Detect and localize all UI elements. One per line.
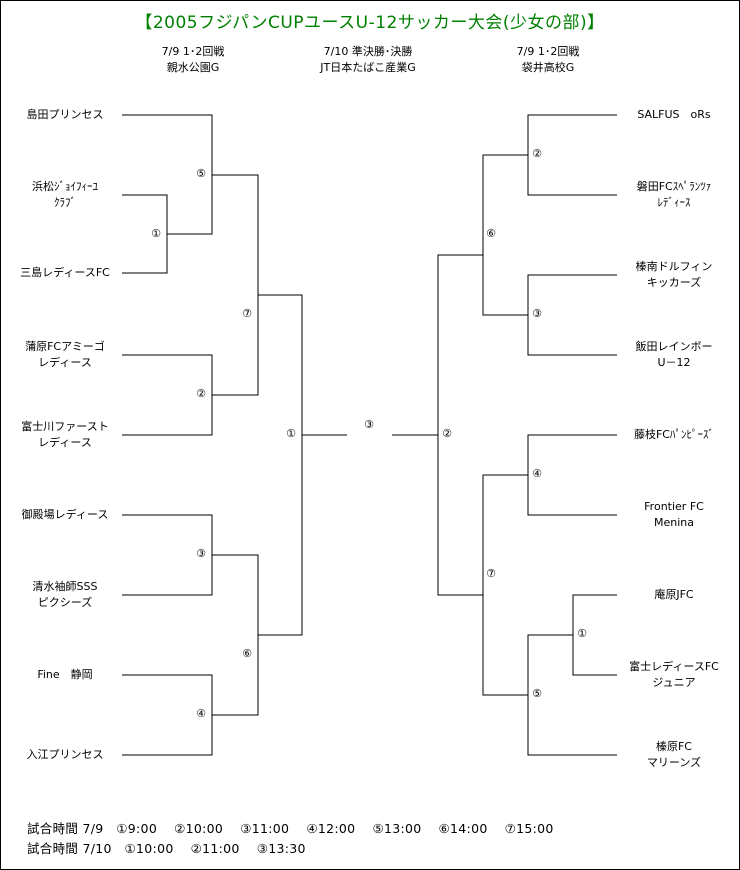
match-number: ①	[284, 427, 298, 441]
left-team-3: 三島レディースFC	[5, 265, 125, 281]
venue-left: 7/9 1･2回戦 親水公園G	[83, 44, 303, 76]
team-name-line2: ピクシーズ	[37, 596, 93, 609]
team-name: 飯田レインボー	[635, 340, 713, 353]
team-name: 三島レディースFC	[20, 266, 110, 279]
match-number: ③	[530, 307, 544, 321]
match-number: ①	[575, 627, 589, 641]
left-team-9: 入江プリンセス	[5, 747, 125, 763]
right-team-5: 藤枝FCﾊﾟﾝﾋﾟｰｽﾞ	[614, 427, 734, 443]
venue-center-place: JT日本たばこ産業G	[320, 61, 416, 74]
team-name-line2: ｸﾗﾌﾞ	[54, 196, 76, 209]
match-number: ①	[149, 227, 163, 241]
match-number: ⑦	[240, 307, 254, 321]
venue-right-place: 袋井高校G	[521, 61, 575, 74]
left-team-5: 富士川ファーストレディース	[5, 419, 125, 451]
team-name: 御殿場レディース	[21, 508, 109, 521]
team-name-line2: キッカーズ	[646, 276, 702, 289]
right-team-6: Frontier FC Menina	[614, 499, 734, 531]
team-name-line2: ジュニア	[652, 676, 696, 689]
team-name-line2: レディース	[38, 356, 92, 369]
left-team-8: Fine 静岡	[5, 667, 125, 683]
left-team-4: 蒲原FCアミーゴレディース	[5, 339, 125, 371]
bracket-line	[482, 474, 528, 696]
left-team-1: 島田プリンセス	[5, 107, 125, 123]
venue-left-place: 親水公園G	[166, 61, 220, 74]
bracket-line	[527, 274, 617, 356]
right-team-8: 富士レディースFC ジュニア	[614, 659, 734, 691]
team-name: 磐田FCｽﾍﾟﾗﾝﾂｧ	[636, 180, 712, 193]
match-number: ②	[530, 147, 544, 161]
final-match-number: ③	[362, 418, 376, 432]
right-team-7: 庵原JFC	[614, 587, 734, 603]
venue-center-date: 7/10 準決勝･決勝	[323, 45, 413, 58]
left-team-2: 浜松ｼﾞｮｲﾌｨｰﾕ ｸﾗﾌﾞ	[5, 179, 125, 211]
right-team-4: 飯田レインボー U－12	[614, 339, 734, 371]
bracket-line	[437, 254, 483, 596]
team-name: 藤枝FCﾊﾟﾝﾋﾟｰｽﾞ	[633, 428, 714, 441]
schedule-day2: 試合時間 7/10 ①10:00 ②11:00 ③13:30	[27, 841, 306, 856]
match-number: ③	[194, 547, 208, 561]
team-name: SALFUS oRs	[637, 108, 711, 121]
team-name: 島田プリンセス	[26, 108, 104, 121]
match-number: ②	[194, 387, 208, 401]
left-team-7: 清水袖師SSS ピクシーズ	[5, 579, 125, 611]
team-name: 清水袖師SSS	[32, 580, 98, 593]
team-name-line2: ﾚﾃﾞｨｰｽ	[657, 196, 691, 209]
team-name-line2: Menina	[654, 516, 694, 529]
bracket-line	[122, 354, 213, 436]
team-name: 榛南ドルフィン	[635, 260, 713, 273]
team-name-line2: レディース	[38, 436, 92, 449]
venue-right-date: 7/9 1･2回戦	[516, 45, 580, 58]
right-team-9: 榛原FC マリーンズ	[614, 739, 734, 771]
bracket-line	[122, 194, 168, 274]
right-team-1: SALFUS oRs	[614, 107, 734, 123]
match-number: ⑤	[530, 687, 544, 701]
right-team-2: 磐田FCｽﾍﾟﾗﾝﾂｧ ﾚﾃﾞｨｰｽ	[614, 179, 734, 211]
bracket-line	[527, 634, 617, 756]
bracket-line	[212, 174, 259, 396]
bracket-line	[258, 294, 303, 636]
bracket-line	[122, 674, 213, 756]
team-name: 庵原JFC	[654, 588, 694, 601]
match-number: ⑦	[484, 567, 498, 581]
team-name: 富士川ファースト	[21, 420, 109, 433]
team-name: 入江プリンセス	[26, 748, 104, 761]
venue-center: 7/10 準決勝･決勝 JT日本たばこ産業G	[258, 44, 478, 76]
match-number: ⑤	[194, 167, 208, 181]
match-number: ④	[194, 707, 208, 721]
team-name: 蒲原FCアミーゴ	[25, 340, 105, 353]
team-name-line2: マリーンズ	[646, 756, 702, 769]
team-name: 榛原FC	[655, 740, 692, 753]
match-number: ⑥	[484, 227, 498, 241]
left-team-6: 御殿場レディース	[5, 507, 125, 523]
team-name-line2: U－12	[657, 356, 691, 369]
right-team-3: 榛南ドルフィンキッカーズ	[614, 259, 734, 291]
team-name: 富士レディースFC	[629, 660, 719, 673]
match-number: ④	[530, 467, 544, 481]
match-number: ②	[440, 427, 454, 441]
venue-left-date: 7/9 1･2回戦	[161, 45, 225, 58]
schedule-day1: 試合時間 7/9 ①9:00 ②10:00 ③11:00 ④12:00 ⑤13:…	[27, 821, 554, 836]
match-number: ⑥	[240, 647, 254, 661]
team-name: Frontier FC	[644, 500, 704, 513]
bracket-line	[212, 554, 259, 716]
venue-right: 7/9 1･2回戦 袋井高校G	[438, 44, 658, 76]
team-name: Fine 静岡	[37, 668, 93, 681]
page-title: 【2005フジパンCUPユースU-12サッカー大会(少女の部)】	[135, 13, 605, 33]
team-name: 浜松ｼﾞｮｲﾌｨｰﾕ	[32, 180, 98, 193]
bracket-line	[482, 154, 528, 316]
